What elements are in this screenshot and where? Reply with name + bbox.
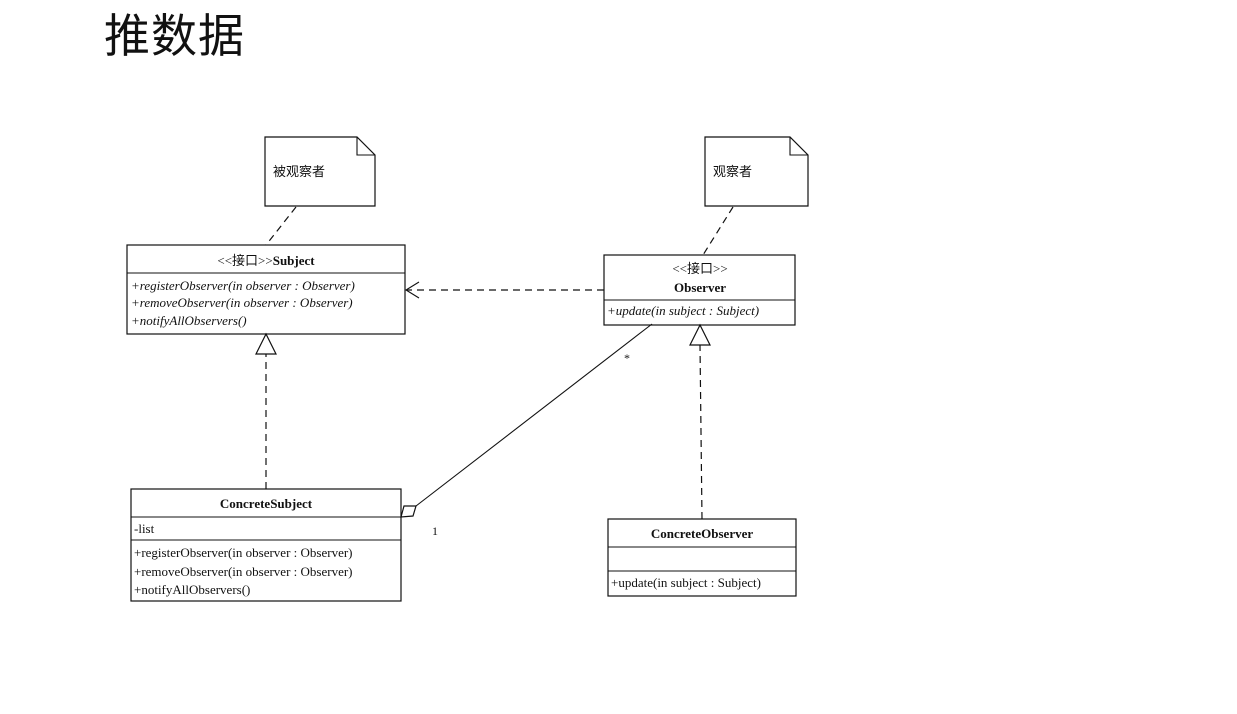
observer-note-anchor bbox=[702, 206, 734, 256]
realization-observer-arrowhead bbox=[689, 323, 711, 346]
subject-stereotype: <<接口>> bbox=[217, 253, 272, 268]
concrete-observer-operation: +update(in subject : Subject) bbox=[611, 575, 761, 590]
subject-note-anchor bbox=[265, 206, 297, 246]
observer-note-text: 观察者 bbox=[713, 164, 752, 179]
observer-name: Observer bbox=[674, 280, 726, 295]
concrete-subject-name: ConcreteSubject bbox=[220, 496, 313, 511]
concrete-subject-operation: +removeObserver(in observer : Observer) bbox=[134, 564, 353, 579]
subject-note-text: 被观察者 bbox=[273, 164, 325, 179]
subject-operation: +notifyAllObservers() bbox=[131, 313, 247, 328]
multiplicity-observer: * bbox=[624, 351, 630, 365]
subject-header: <<接口>>Subject bbox=[217, 253, 315, 268]
concrete-subject-attribute: -list bbox=[134, 521, 155, 536]
page-title: 推数据 bbox=[104, 9, 245, 63]
concrete-subject-operation: +notifyAllObservers() bbox=[134, 582, 250, 597]
dependency-arrowhead bbox=[404, 281, 420, 299]
subject-operation: +removeObserver(in observer : Observer) bbox=[131, 295, 353, 310]
concrete-observer-class: ConcreteObserver +update(in subject : Su… bbox=[607, 518, 797, 597]
subject-note: 被观察者 bbox=[264, 136, 376, 207]
subject-name: Subject bbox=[273, 253, 316, 268]
observer-operation: +update(in subject : Subject) bbox=[607, 303, 759, 318]
concrete-subject-operation: +registerObserver(in observer : Observer… bbox=[134, 545, 353, 560]
subject-operation: +registerObserver(in observer : Observer… bbox=[131, 278, 355, 293]
multiplicity-subject: 1 bbox=[432, 524, 438, 538]
aggregation-line bbox=[415, 323, 653, 507]
concrete-subject-class: ConcreteSubject -list +registerObserver(… bbox=[130, 488, 402, 602]
realization-subject-arrowhead bbox=[255, 332, 277, 355]
observer-class: <<接口>> Observer +update(in subject : Sub… bbox=[603, 254, 796, 326]
realization-observer-line bbox=[699, 344, 703, 520]
observer-stereotype: <<接口>> bbox=[672, 261, 727, 276]
observer-note: 观察者 bbox=[704, 136, 809, 207]
concrete-observer-name: ConcreteObserver bbox=[651, 526, 754, 541]
aggregation-diamond bbox=[400, 505, 417, 518]
subject-class: <<接口>>Subject +registerObserver(in obser… bbox=[126, 244, 406, 335]
